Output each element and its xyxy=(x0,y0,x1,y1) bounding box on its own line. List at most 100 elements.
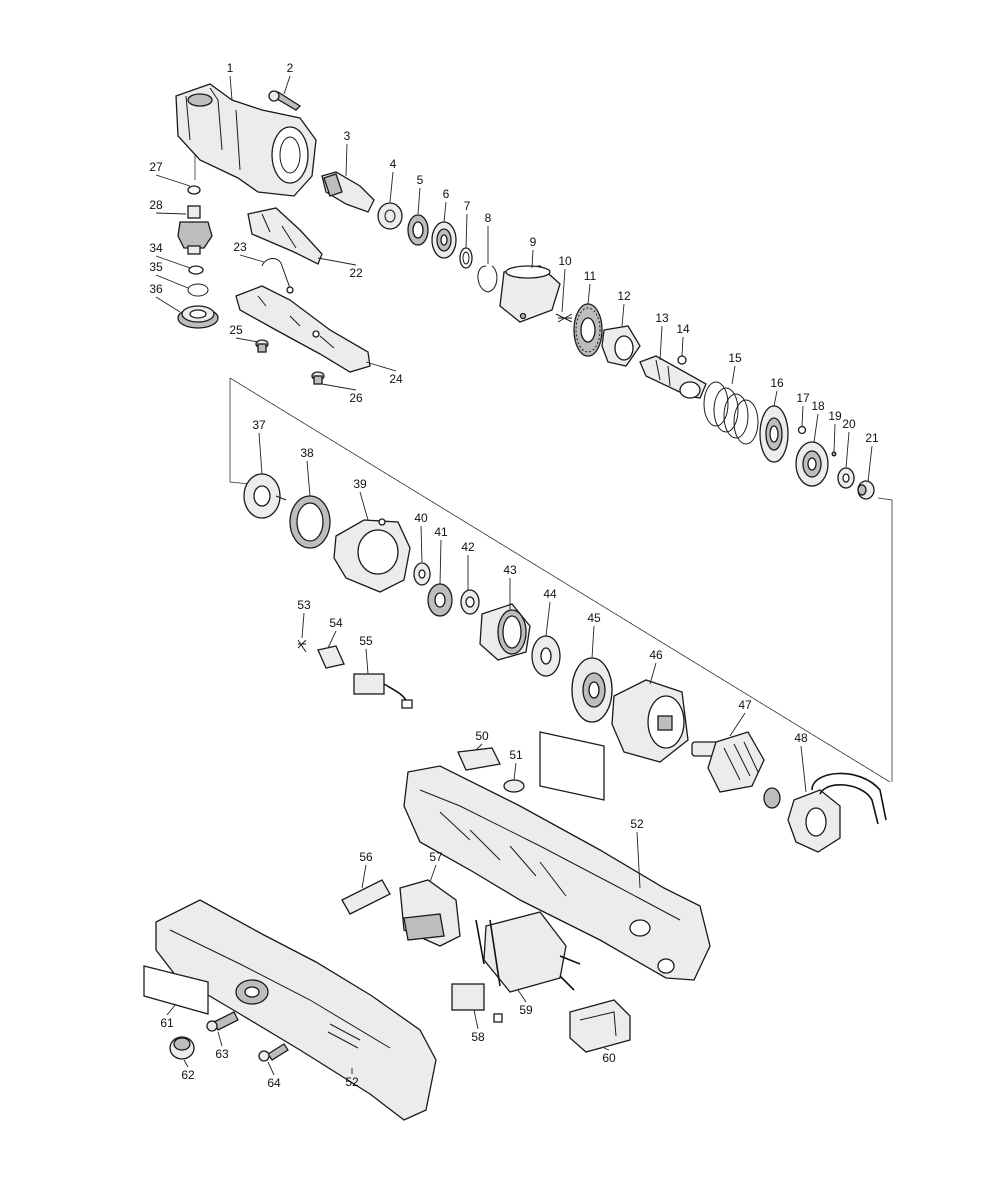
leader-line-63 xyxy=(217,1031,223,1047)
part-42-gear xyxy=(460,589,480,615)
callout-47: 47 xyxy=(738,698,752,712)
leader-line-51 xyxy=(513,762,517,781)
leader-line-16 xyxy=(773,390,778,407)
callout-56: 56 xyxy=(359,850,373,864)
leader-line-18 xyxy=(813,413,819,443)
callout-46: 46 xyxy=(649,648,663,662)
leader-line-38 xyxy=(306,460,311,497)
leader-line-36 xyxy=(155,296,181,313)
callout-48: 48 xyxy=(794,731,808,745)
part-17-ball xyxy=(797,425,807,435)
part-18-anvil xyxy=(795,441,829,487)
callout-55: 55 xyxy=(359,634,373,648)
leader-line-19 xyxy=(833,423,836,453)
callout-13: 13 xyxy=(655,311,669,325)
part-48-switch-plate xyxy=(787,772,887,853)
callout-52: 52 xyxy=(630,817,644,831)
part-23-clip xyxy=(261,258,294,294)
callout-54: 54 xyxy=(329,616,343,630)
callout-26: 26 xyxy=(349,391,363,405)
callout-58: 58 xyxy=(471,1030,485,1044)
part-57-terminal xyxy=(353,673,413,709)
callout-1: 1 xyxy=(227,61,234,75)
leader-line-41 xyxy=(439,539,442,585)
part-27-washer xyxy=(187,185,201,195)
callout-51: 51 xyxy=(509,748,523,762)
callout-52: 52 xyxy=(345,1075,359,1089)
leader-line-58 xyxy=(473,1009,479,1030)
leader-line-52 xyxy=(636,831,641,889)
part-8-retaining-ring xyxy=(477,265,498,293)
leader-line-61 xyxy=(166,1003,177,1016)
callout-14: 14 xyxy=(676,322,690,336)
part-9-sleeve xyxy=(499,265,561,323)
callout-22: 22 xyxy=(349,266,363,280)
part-13-shaft xyxy=(639,355,707,399)
part-40-gear xyxy=(413,562,431,586)
leader-line-2 xyxy=(283,75,291,95)
part-15-spring xyxy=(703,381,759,445)
leader-line-44 xyxy=(545,601,551,637)
leader-line-23 xyxy=(239,254,265,263)
part-46-motor-housing xyxy=(611,679,689,763)
part-12-hammer xyxy=(601,325,641,367)
leader-line-5 xyxy=(417,187,421,215)
part-58-connector xyxy=(493,1013,503,1023)
part-54-bracket xyxy=(317,645,345,669)
leader-lines xyxy=(155,75,873,1076)
leader-line-21 xyxy=(867,445,873,483)
leader-line-12 xyxy=(621,303,625,327)
leader-line-34 xyxy=(155,255,191,269)
part-47-armature xyxy=(691,731,781,809)
part-52-housing-half-lower xyxy=(155,899,437,1121)
callout-21: 21 xyxy=(865,431,879,445)
leader-line-53 xyxy=(301,612,305,639)
part-6-ball-bearing xyxy=(431,221,457,259)
part-44-washer xyxy=(531,635,561,677)
callout-16: 16 xyxy=(770,376,784,390)
callout-7: 7 xyxy=(464,199,471,213)
leader-line-20 xyxy=(845,431,850,469)
callout-37: 37 xyxy=(252,418,266,432)
part-63-screw xyxy=(206,1011,239,1032)
leader-line-25 xyxy=(235,337,259,343)
leader-line-35 xyxy=(155,274,189,289)
part-16-washer xyxy=(759,405,789,463)
callout-2: 2 xyxy=(287,61,294,75)
assembly-lines xyxy=(194,152,893,783)
part-2-screw xyxy=(268,90,302,111)
part-10-spring xyxy=(555,313,573,323)
leader-line-57 xyxy=(429,864,437,883)
leader-line-10 xyxy=(561,268,566,313)
callout-61: 61 xyxy=(160,1016,174,1030)
callout-42: 42 xyxy=(461,540,475,554)
part-60-battery-terminal xyxy=(569,999,631,1053)
leader-line-64 xyxy=(267,1061,275,1076)
callout-34: 34 xyxy=(149,241,163,255)
leader-line-50 xyxy=(475,743,483,751)
leader-line-1 xyxy=(229,75,233,101)
leader-line-3 xyxy=(345,143,348,177)
callout-63: 63 xyxy=(215,1047,229,1061)
part-61-label xyxy=(143,965,209,1015)
leader-line-54 xyxy=(327,630,337,649)
leader-line-37 xyxy=(258,432,263,475)
part-38-bearing-ring xyxy=(289,495,331,549)
part-21-cap xyxy=(857,480,875,500)
part-64-screw xyxy=(258,1043,289,1062)
part-1-gear-housing xyxy=(175,83,317,197)
part-7-ring xyxy=(459,247,473,269)
callout-12: 12 xyxy=(617,289,631,303)
leader-line-14 xyxy=(681,336,684,357)
part-25-screw xyxy=(255,339,269,353)
leader-line-62 xyxy=(183,1059,189,1068)
leader-line-7 xyxy=(465,213,468,249)
part-34-ring xyxy=(188,265,204,275)
callout-19: 19 xyxy=(828,409,842,423)
part-53-spring xyxy=(297,639,307,653)
callout-45: 45 xyxy=(587,611,601,625)
leader-line-17 xyxy=(801,405,804,427)
leader-line-56 xyxy=(361,864,367,889)
